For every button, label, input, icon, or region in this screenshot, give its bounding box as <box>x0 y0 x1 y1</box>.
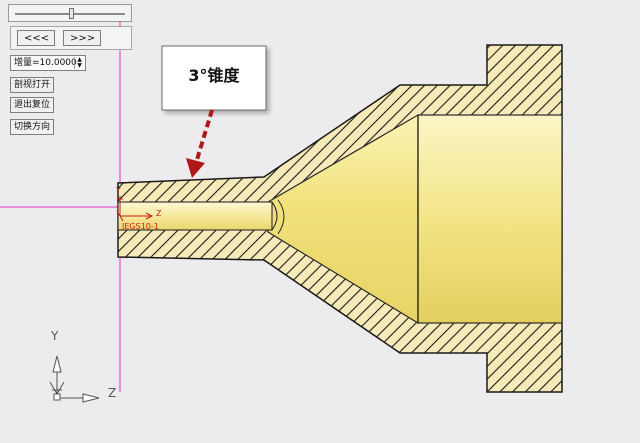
reset-button[interactable]: 退出复位 <box>10 97 55 113</box>
slider-thumb[interactable] <box>68 8 74 19</box>
section-view-button[interactable]: 剖视打开 <box>10 77 55 93</box>
bore-transition <box>271 201 278 231</box>
next-button[interactable]: >>> <box>63 30 101 46</box>
increment-value: 增量=10.0000 <box>14 58 77 68</box>
marker-axis-label: Z <box>156 209 162 218</box>
small-bore <box>117 201 273 231</box>
callout-arrow <box>194 109 214 164</box>
origin-marker <box>116 196 154 222</box>
navigation-group: <<< >>> <box>10 26 132 50</box>
previous-button[interactable]: <<< <box>17 30 55 46</box>
callout-arrowhead <box>186 158 205 178</box>
axis-triad <box>49 355 100 403</box>
main-bore <box>417 114 563 324</box>
view-slider[interactable] <box>8 4 132 22</box>
marker-y-tick: Y <box>116 186 121 195</box>
increment-spinner[interactable]: ▲▼ <box>74 57 84 69</box>
z-axis-label: Z <box>108 386 117 400</box>
y-axis-label: Y <box>51 329 59 343</box>
taper-callout-label: 3°锥度 <box>188 66 240 85</box>
switch-direction-button[interactable]: 切换方向 <box>10 119 55 135</box>
increment-field[interactable]: 增量=10.0000 ▲▼ <box>10 55 86 71</box>
marker-code-label: IEGS10-1 <box>122 222 159 231</box>
callout-box <box>161 45 267 111</box>
